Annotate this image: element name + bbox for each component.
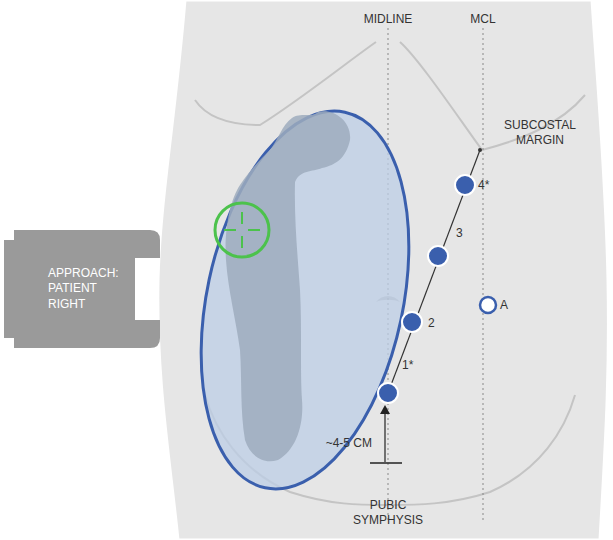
dimension-label: ~4-5 CM <box>326 436 372 451</box>
port-circle <box>378 383 398 403</box>
cart-label: APPROACH: PATIENT RIGHT <box>48 266 128 313</box>
target-marker <box>215 203 269 257</box>
port-line <box>388 150 480 393</box>
dimension-line <box>384 410 385 462</box>
robot-cart: APPROACH: PATIENT RIGHT <box>0 230 165 348</box>
crosshair <box>248 229 260 231</box>
axis-label: MIDLINE <box>364 12 413 27</box>
subcostal-margin-line <box>400 42 585 150</box>
colon-shape <box>226 111 351 461</box>
callout-number: 3 <box>456 226 463 241</box>
callout-number: 2 <box>428 316 435 331</box>
crosshair <box>241 236 243 248</box>
crosshair <box>241 212 243 224</box>
assist-port-circle <box>480 297 496 313</box>
port-circle <box>402 312 422 332</box>
torso <box>158 0 609 540</box>
anatomy-label: PUBIC SYMPHYSIS <box>348 498 428 528</box>
mcl-line <box>483 28 484 520</box>
axis-label: MCL <box>470 12 495 27</box>
line-end-dot <box>478 148 482 152</box>
crosshair <box>224 229 236 231</box>
pelvis-line <box>388 395 575 505</box>
dimension-bar <box>370 462 402 464</box>
target-ellipse <box>169 92 441 508</box>
port-circle <box>428 246 448 266</box>
callout-number: A <box>500 298 508 313</box>
callout-number: 1* <box>402 358 413 373</box>
port-circle <box>455 175 475 195</box>
callout-number: 4* <box>478 178 489 193</box>
arrowhead <box>380 405 390 414</box>
cart-outline <box>4 230 160 348</box>
anatomy-label: SUBCOSTAL MARGIN <box>500 118 580 148</box>
